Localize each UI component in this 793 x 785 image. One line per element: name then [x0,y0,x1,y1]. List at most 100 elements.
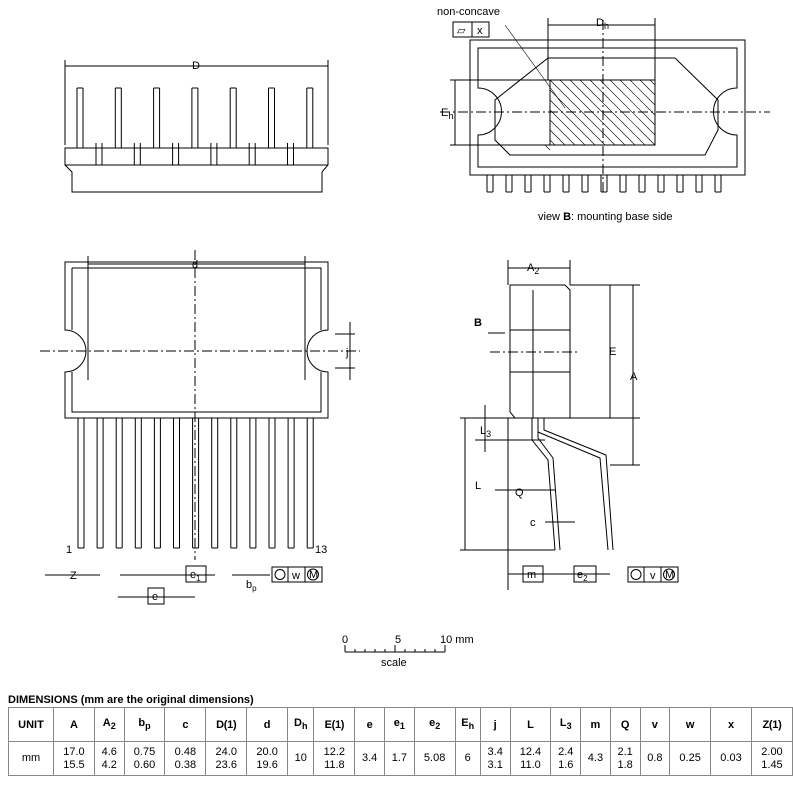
column-header: m [580,707,611,742]
dim-D: D [192,60,200,72]
hatch-line [549,99,596,146]
non-concave-label: non-concave [437,6,500,18]
column-header: x [710,707,752,742]
column-header: v [639,707,671,742]
dim-L3: L3 [480,425,491,439]
column-header: A [53,707,95,742]
table-cell: mm [8,741,54,776]
hatch-line [599,79,656,136]
dim-c: c [530,517,536,529]
scale-0: 0 [342,634,348,646]
dim-Dh: Dh [596,17,609,31]
hatch-line [579,79,646,146]
table-cell: 4.3 [580,741,611,776]
column-header: w [669,707,712,742]
column-header: e1 [384,707,415,742]
hatch-line [549,119,576,146]
column-header: j [479,707,511,742]
dim-e1: e1 [190,569,201,583]
hatch-line [549,79,616,146]
column-header: e [354,707,385,742]
view-b-caption: view B: mounting base side [538,211,673,223]
column-header: E(1) [313,707,356,742]
table-cell: 6 [454,741,481,776]
dim-L: L [475,480,481,492]
mmc-symbol: M [665,569,674,581]
tolerance-x: x [477,25,483,37]
dim-d: d [192,259,198,271]
dim-A: A [630,371,638,383]
dim-A2: A2 [527,262,539,276]
top-side-view: D [64,60,329,193]
hatch-line [629,79,656,106]
table-cell: 1.7 [384,741,415,776]
table-cell: 0.25 [669,741,712,776]
hatch-line [544,144,551,151]
tolerance-w: w [291,570,300,582]
column-header: Eh [454,707,481,742]
dim-e2: e2 [577,569,588,583]
mmc-symbol: M [309,569,318,581]
dim-Eh: Eh [441,107,453,121]
hatch-line [609,79,656,126]
column-header: Q [609,707,641,742]
column-header: D(1) [205,707,248,742]
pin-13-label: 13 [315,544,327,556]
column-header: e2 [413,707,456,742]
column-header: L [509,707,552,742]
hatch-line [649,79,656,86]
view-b: Dh Eh non-concave ▱ x view B: mounting b… [437,6,770,223]
side-profile-view: A2 B E A L3 L Q c m e2 v M [460,260,679,590]
table-cell: 10 [287,741,315,776]
flatness-icon: ▱ [457,25,466,37]
front-view: d j 1 13 Z e1 e bp w M [40,250,360,605]
position-tolerance-icon [274,569,286,580]
table-cell: 5.08 [413,741,456,776]
column-header: Z(1) [750,707,793,742]
column-header: UNIT [8,707,54,742]
column-header: L3 [550,707,582,742]
table-cell: 0.8 [639,741,671,776]
scale-bar: 0 5 10 mm scale [342,634,474,669]
dim-E: E [609,346,616,358]
column-header: d [246,707,289,742]
dim-bp: bp [246,579,257,593]
table-cell: 3.4 [354,741,385,776]
scale-5: 5 [395,634,401,646]
pin-1-label: 1 [66,544,72,556]
dim-Q: Q [515,487,524,499]
dimensions-title: DIMENSIONS (mm are the original dimensio… [8,694,254,706]
column-header: Dh [287,707,315,742]
position-tolerance-icon [630,569,642,580]
hatch-line [619,79,656,116]
hatch-line [639,79,656,96]
column-header: A2 [93,707,125,742]
hatch-line [549,139,556,146]
column-header: bp [123,707,166,742]
view-b-marker: B [474,317,482,329]
hatch-line [549,129,566,146]
dim-e: e [152,591,158,603]
scale-10: 10 mm [440,634,474,646]
hatch-line [549,109,586,146]
dim-m: m [527,569,536,581]
column-header: c [164,707,207,742]
hatch-line [549,89,606,146]
dim-j: j [345,347,348,359]
tolerance-v: v [650,570,656,582]
scale-label: scale [381,657,407,669]
